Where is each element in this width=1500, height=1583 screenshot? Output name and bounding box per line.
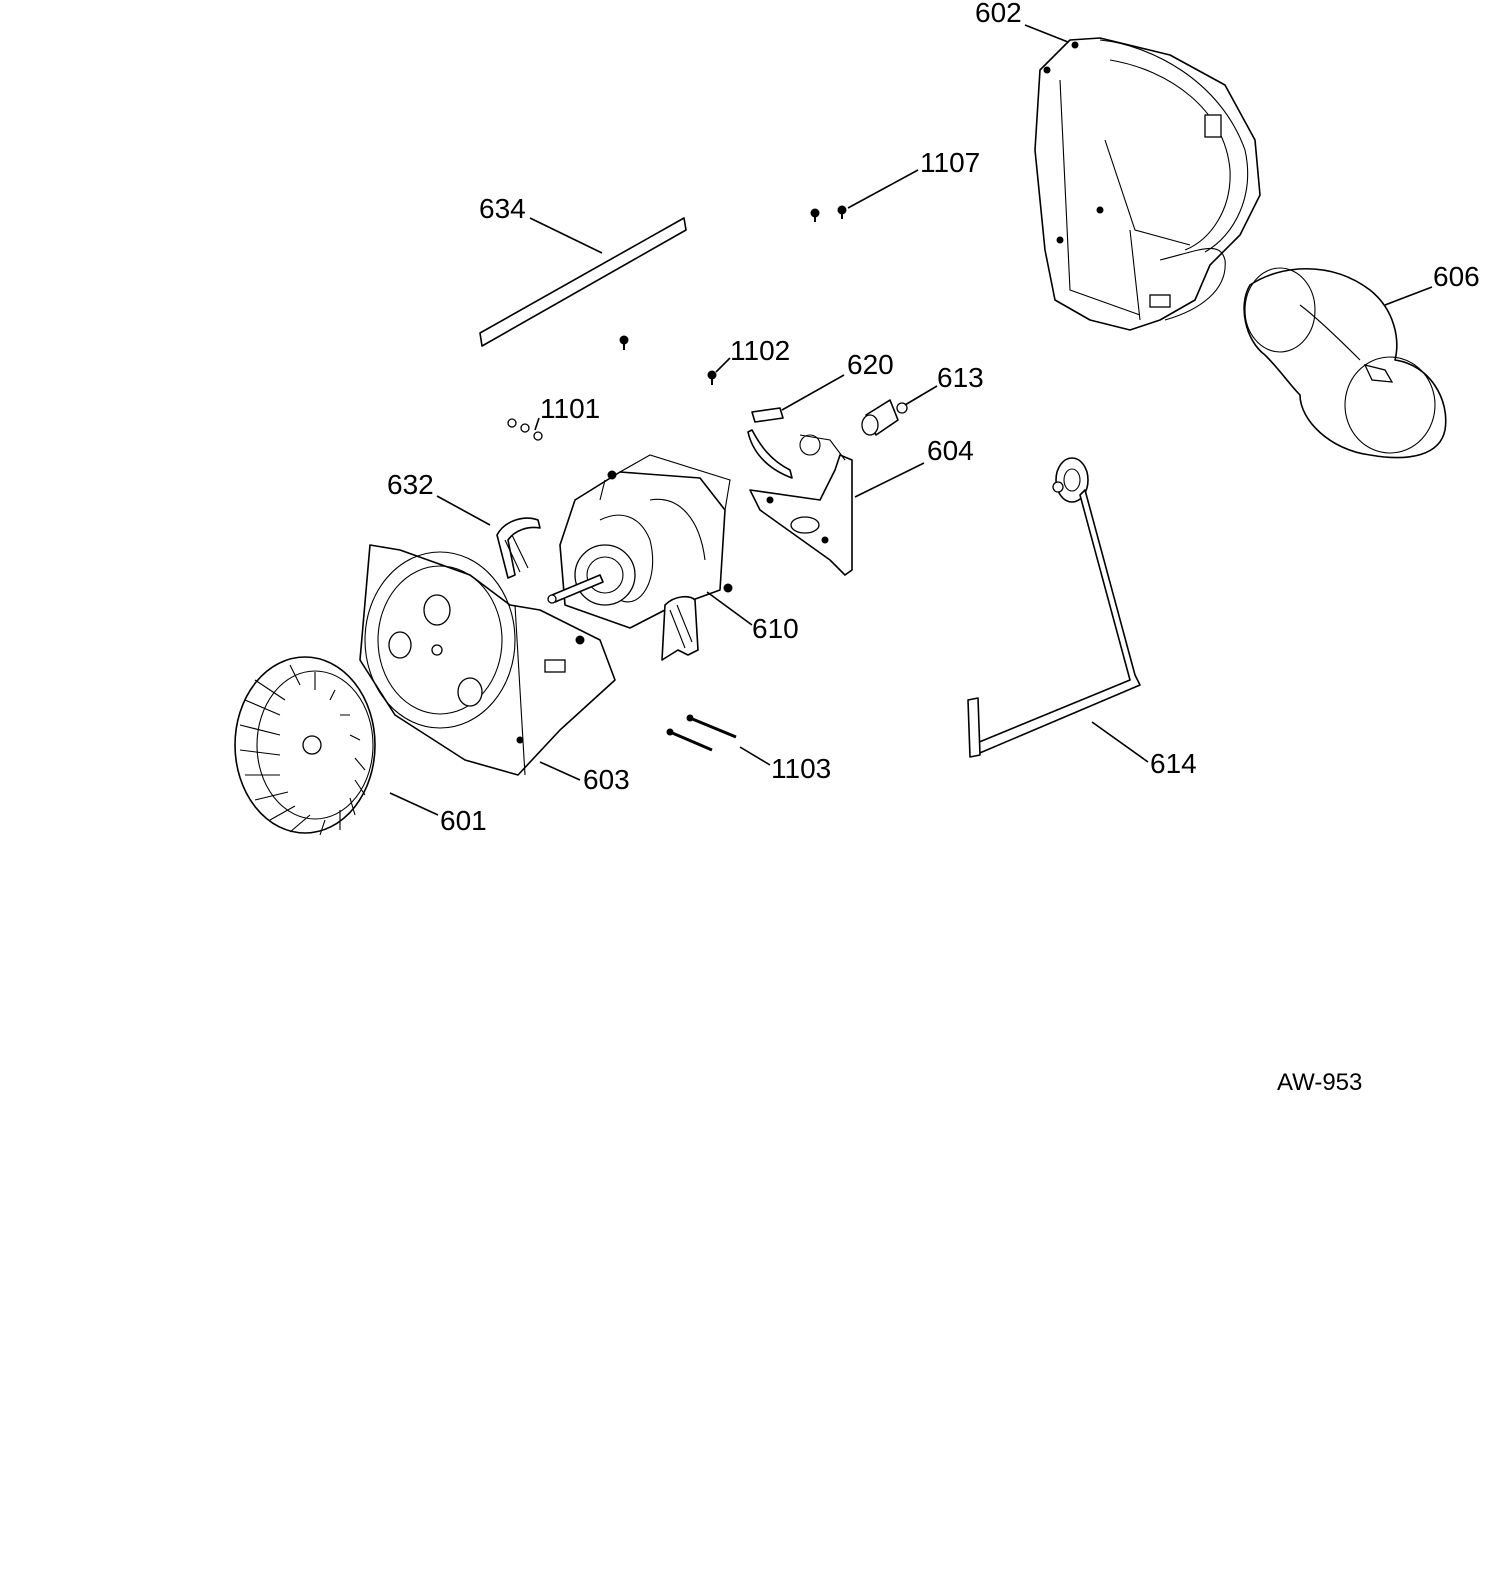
callout-1101: 1101 — [540, 393, 600, 424]
part-620-clip — [747, 407, 793, 479]
part-601-blower-wheel — [234, 656, 376, 836]
callout-601: 601 — [440, 805, 487, 836]
callout-1107: 1107 — [920, 147, 980, 178]
part-613-bushing — [861, 399, 908, 436]
callout-632: 632 — [387, 469, 434, 500]
callout-634: 634 — [479, 193, 526, 224]
callout-613: 613 — [937, 362, 984, 393]
callout-610: 610 — [752, 613, 799, 644]
callout-620: 620 — [847, 349, 894, 380]
part-634-strip — [479, 217, 687, 347]
part-606-duct — [1243, 267, 1447, 459]
callout-614: 614 — [1150, 748, 1197, 779]
part-632-lower-clamp — [661, 595, 699, 661]
part-1107-screws — [810, 205, 847, 222]
part-604-bracket — [749, 434, 853, 576]
part-1103-bolts — [666, 714, 737, 752]
leader-lines — [389, 24, 1433, 816]
callout-labels: 602 1107 634 606 1102 620 613 1101 604 6… — [387, 0, 1480, 836]
callout-602: 602 — [975, 0, 1022, 28]
callout-1103: 1103 — [771, 753, 831, 784]
part-632-clamp — [496, 517, 541, 579]
callout-604: 604 — [927, 435, 974, 466]
part-1101-fasteners — [507, 418, 543, 441]
part-610-motor — [547, 454, 733, 629]
part-614-idler-arm — [967, 457, 1141, 758]
part-1102-screw — [619, 335, 717, 385]
callout-1102: 1102 — [730, 335, 790, 366]
drawing-code: AW-953 — [1277, 1069, 1362, 1096]
callout-606: 606 — [1433, 261, 1480, 292]
part-602-blower-housing — [1034, 37, 1261, 331]
part-603-frame — [359, 544, 616, 776]
callout-603: 603 — [583, 764, 630, 795]
